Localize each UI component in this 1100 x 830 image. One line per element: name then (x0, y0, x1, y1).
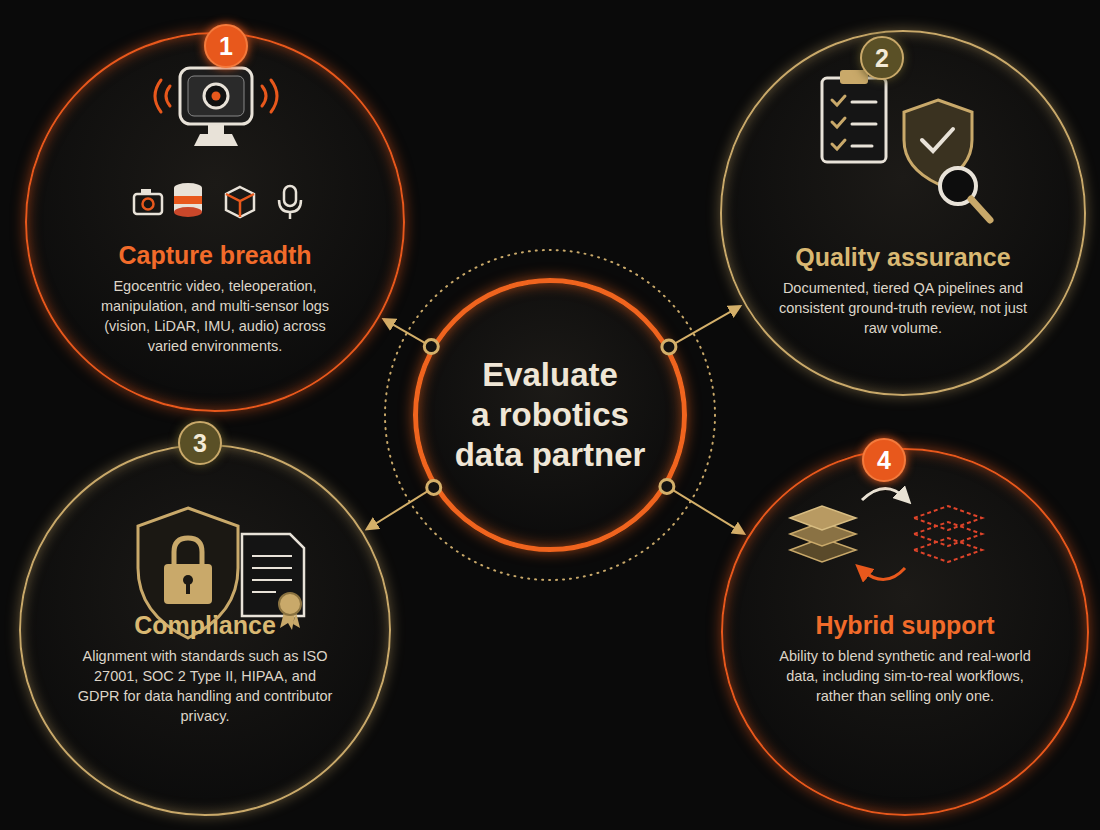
magnifier-icon (940, 168, 990, 220)
circle-fill (21, 446, 389, 814)
callout-number: 1 (219, 32, 233, 61)
topic-description: Egocentric video, teleoperation, manipul… (90, 276, 340, 356)
callout-badge: 4 (862, 438, 906, 482)
swap-arrow (862, 488, 905, 500)
topic-circle: ComplianceAlignment with standards such … (19, 444, 391, 816)
circle-fill (27, 34, 403, 410)
connector-arrow (669, 306, 740, 347)
callout-number: 4 (877, 446, 891, 475)
topic-heading: Quality assurance (778, 242, 1028, 272)
text-block: Hybrid supportAbility to blend synthetic… (774, 610, 1036, 706)
topic-description: Documented, tiered QA pipelines and cons… (778, 278, 1028, 338)
connector-dot (662, 340, 676, 354)
layers-icon (790, 506, 856, 562)
circle-fill (722, 32, 1084, 394)
connector-dot (427, 480, 441, 494)
connector-arrow (667, 486, 744, 533)
connector-dot (424, 340, 438, 354)
center-title: Evaluate a robotics data partner (443, 355, 658, 475)
connector-dot (660, 479, 674, 493)
callout-number: 2 (875, 44, 889, 73)
sensor-icons (134, 183, 301, 219)
robot-icon (155, 68, 277, 146)
connector-arrow (367, 487, 434, 529)
text-block: Evaluate a robotics data partner (443, 355, 658, 475)
topic-circle: Quality assuranceDocumented, tiered QA p… (720, 30, 1086, 396)
callout-number: 3 (193, 429, 207, 458)
topic-heading: Capture breadth (90, 240, 340, 270)
text-block: Capture breadthEgocentric video, teleope… (90, 240, 340, 356)
connector-arrow (384, 319, 431, 346)
center-circle: Evaluate a robotics data partner (413, 278, 687, 552)
dashed-layers-icon (914, 506, 982, 562)
callout-badge: 2 (860, 36, 904, 80)
callout-badge: 3 (178, 421, 222, 465)
topic-heading: Compliance (74, 610, 336, 640)
topic-description: Ability to blend synthetic and real-worl… (774, 646, 1036, 706)
callout-badge: 1 (204, 24, 248, 68)
topic-heading: Hybrid support (774, 610, 1036, 640)
text-block: Quality assuranceDocumented, tiered QA p… (778, 242, 1028, 338)
topic-circle: Capture breadthEgocentric video, teleope… (25, 32, 405, 412)
swap-arrow (862, 568, 905, 580)
dotted-ring (385, 250, 715, 580)
clipboard-icon (822, 70, 886, 162)
circle-fill (415, 280, 685, 550)
text-block: ComplianceAlignment with standards such … (74, 610, 336, 726)
topic-circle: Hybrid supportAbility to blend synthetic… (721, 448, 1089, 816)
topic-description: Alignment with standards such as ISO 270… (74, 646, 336, 726)
circle-fill (723, 450, 1087, 814)
